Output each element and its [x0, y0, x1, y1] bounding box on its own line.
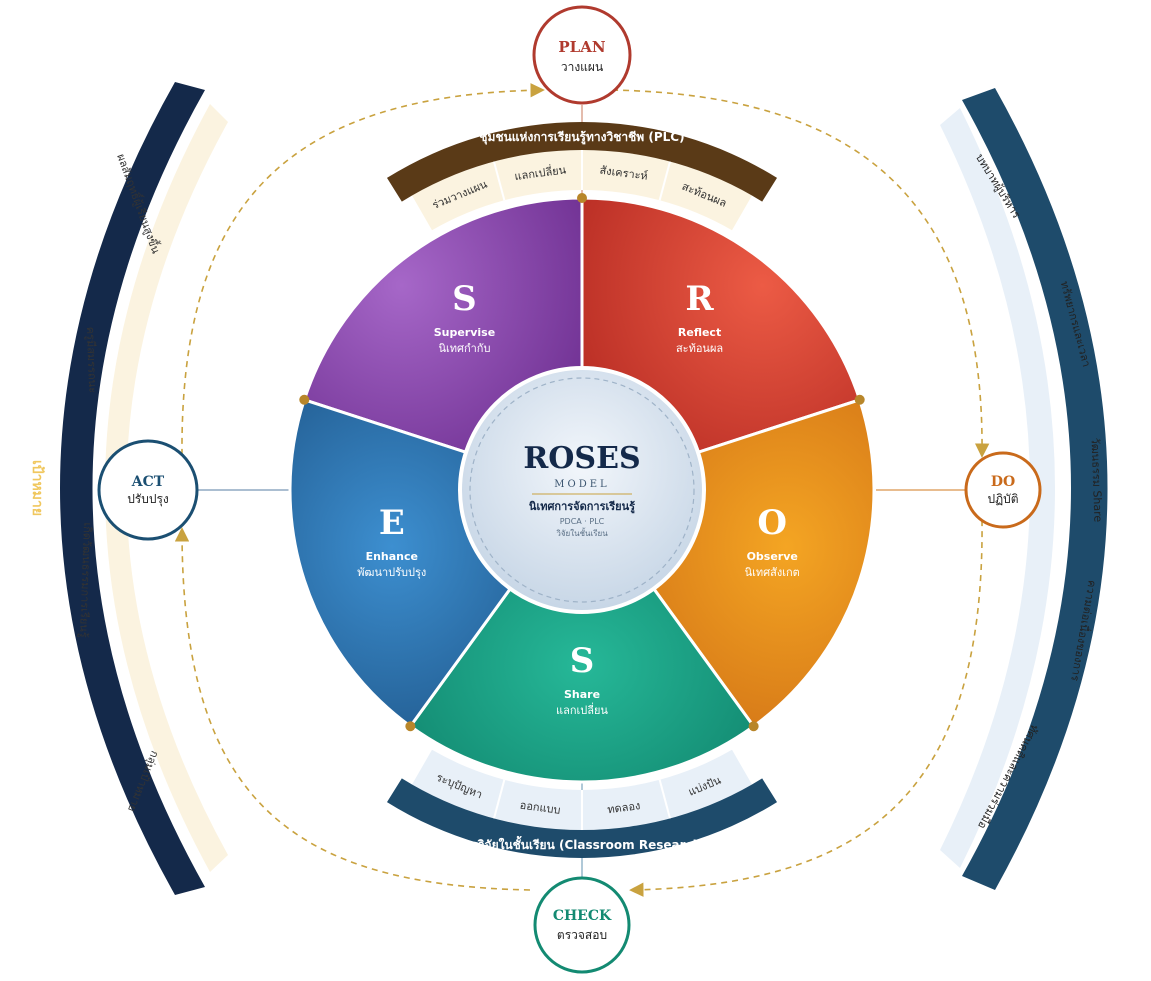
- pdca-cycle-arrows: [174, 83, 990, 897]
- left-band-item: ครูมีสมรรถนะ: [84, 326, 99, 393]
- hub-title: ROSES: [523, 441, 640, 476]
- hub-line-2: PDCA · PLC: [560, 517, 605, 526]
- left-band-navy: [60, 82, 205, 895]
- research-divider: [658, 779, 671, 819]
- arc-title-band: [386, 122, 778, 202]
- arrow-act-to-plan: [181, 83, 545, 456]
- hub-circle: [458, 366, 706, 614]
- segment-thai: นิเทศกำกับ: [438, 342, 490, 355]
- left-band-item: เกิดวัฒนธรรมการเรียนรู้: [77, 522, 94, 638]
- arrow-check-to-act: [174, 527, 531, 891]
- right-factors-band: [940, 88, 1108, 890]
- arc-divider: [493, 161, 506, 201]
- right-band-title: ปัจจัยความสำเร็จ: [1124, 448, 1142, 553]
- act-circle: [97, 439, 199, 541]
- right-band-pale: [940, 108, 1055, 868]
- do-thai: ปฏิบัติ: [987, 492, 1018, 506]
- segment-thai: สะท้อนผล: [676, 342, 723, 355]
- right-band-navy: [962, 88, 1108, 890]
- do-circle: [964, 451, 1042, 529]
- segment-boundary-dot: [405, 721, 416, 732]
- check-thai: ตรวจสอบ: [557, 928, 607, 942]
- segment-letter: O: [757, 503, 787, 543]
- center-hub: ROSES MODEL นิเทศการจัดการเรียนรู้ PDCA …: [458, 366, 706, 614]
- segment-english: Observe: [747, 550, 798, 563]
- check-circle: [533, 876, 631, 974]
- research-title: การวิจัยในชั้นเรียน (Classroom Research): [457, 835, 706, 852]
- segment-english: Reflect: [678, 326, 721, 339]
- segment-boundary-dot: [577, 193, 587, 203]
- segment-label-supervise: S Supervise นิเทศกำกับ: [434, 279, 495, 355]
- research-title-band: [386, 778, 778, 858]
- arc-title: ชุมชนแห่งการเรียนรู้ทางวิชาชีพ (PLC): [479, 130, 684, 145]
- arrow-plan-to-do: [611, 89, 990, 458]
- segment-letter: R: [685, 279, 714, 319]
- research-divider: [493, 779, 506, 819]
- segment-label-enhance: E Enhance พัฒนาปรับปรุง: [357, 503, 426, 579]
- plan-circle: [532, 5, 632, 105]
- hub-dashed-ring: [469, 377, 695, 603]
- pdca-node-do: DO ปฏิบัติ: [964, 451, 1042, 529]
- segment-thai: พัฒนาปรับปรุง: [357, 566, 426, 579]
- segment-english: Share: [564, 688, 600, 701]
- segment-letter: S: [570, 641, 595, 681]
- segment-english: Enhance: [366, 550, 418, 563]
- research-arc: ระบุปัญหาออกแบบทดลองแบ่งปันการวิจัยในชั้…: [386, 749, 778, 858]
- act-label: ACT: [131, 474, 165, 490]
- segment-label-observe: O Observe นิเทศสังเกต: [745, 503, 800, 579]
- segment-boundary-dot: [854, 394, 865, 405]
- pdca-node-check: CHECK ตรวจสอบ: [533, 876, 631, 974]
- arrow-do-to-check: [629, 519, 983, 897]
- research-item: ทดลอง: [607, 799, 642, 816]
- segment-label-reflect: R Reflect สะท้อนผล: [676, 279, 723, 355]
- left-band-title: เป้าหมาย: [29, 460, 45, 516]
- segment-thai: นิเทศสังเกต: [745, 566, 800, 579]
- segment-boundary-dot: [299, 394, 310, 405]
- segment-english: Supervise: [434, 326, 495, 339]
- segment-letter: S: [452, 279, 477, 319]
- research-item: ออกแบบ: [519, 799, 561, 817]
- segment-thai: แลกเปลี่ยน: [556, 702, 608, 717]
- segment-boundary-dot: [748, 721, 759, 732]
- left-band-cream: [105, 104, 228, 872]
- segment-letter: E: [379, 503, 405, 543]
- pdca-node-act: ACT ปรับปรุง: [97, 439, 199, 541]
- act-thai: ปรับปรุง: [127, 492, 169, 507]
- hub-line-3: วิจัยในชั้นเรียน: [556, 527, 608, 538]
- plan-thai: วางแผน: [561, 60, 603, 74]
- plan-label: PLAN: [558, 38, 605, 56]
- hub-line-1: นิเทศการจัดการเรียนรู้: [529, 500, 635, 514]
- do-label: DO: [991, 474, 1015, 490]
- check-label: CHECK: [553, 908, 612, 924]
- pdca-node-plan: PLAN วางแผน: [532, 5, 632, 105]
- plc-arc: ร่วมวางแผนแลกเปลี่ยนสังเคราะห์สะท้อนผลชุ…: [386, 122, 778, 231]
- right-band-item: วัฒนธรรม Share: [1089, 437, 1105, 522]
- segment-share: [408, 487, 756, 784]
- arc-divider: [658, 161, 671, 201]
- hub-subtitle: MODEL: [554, 479, 609, 490]
- arc-item: สังเคราะห์: [599, 164, 649, 183]
- left-goal-band: [60, 82, 228, 895]
